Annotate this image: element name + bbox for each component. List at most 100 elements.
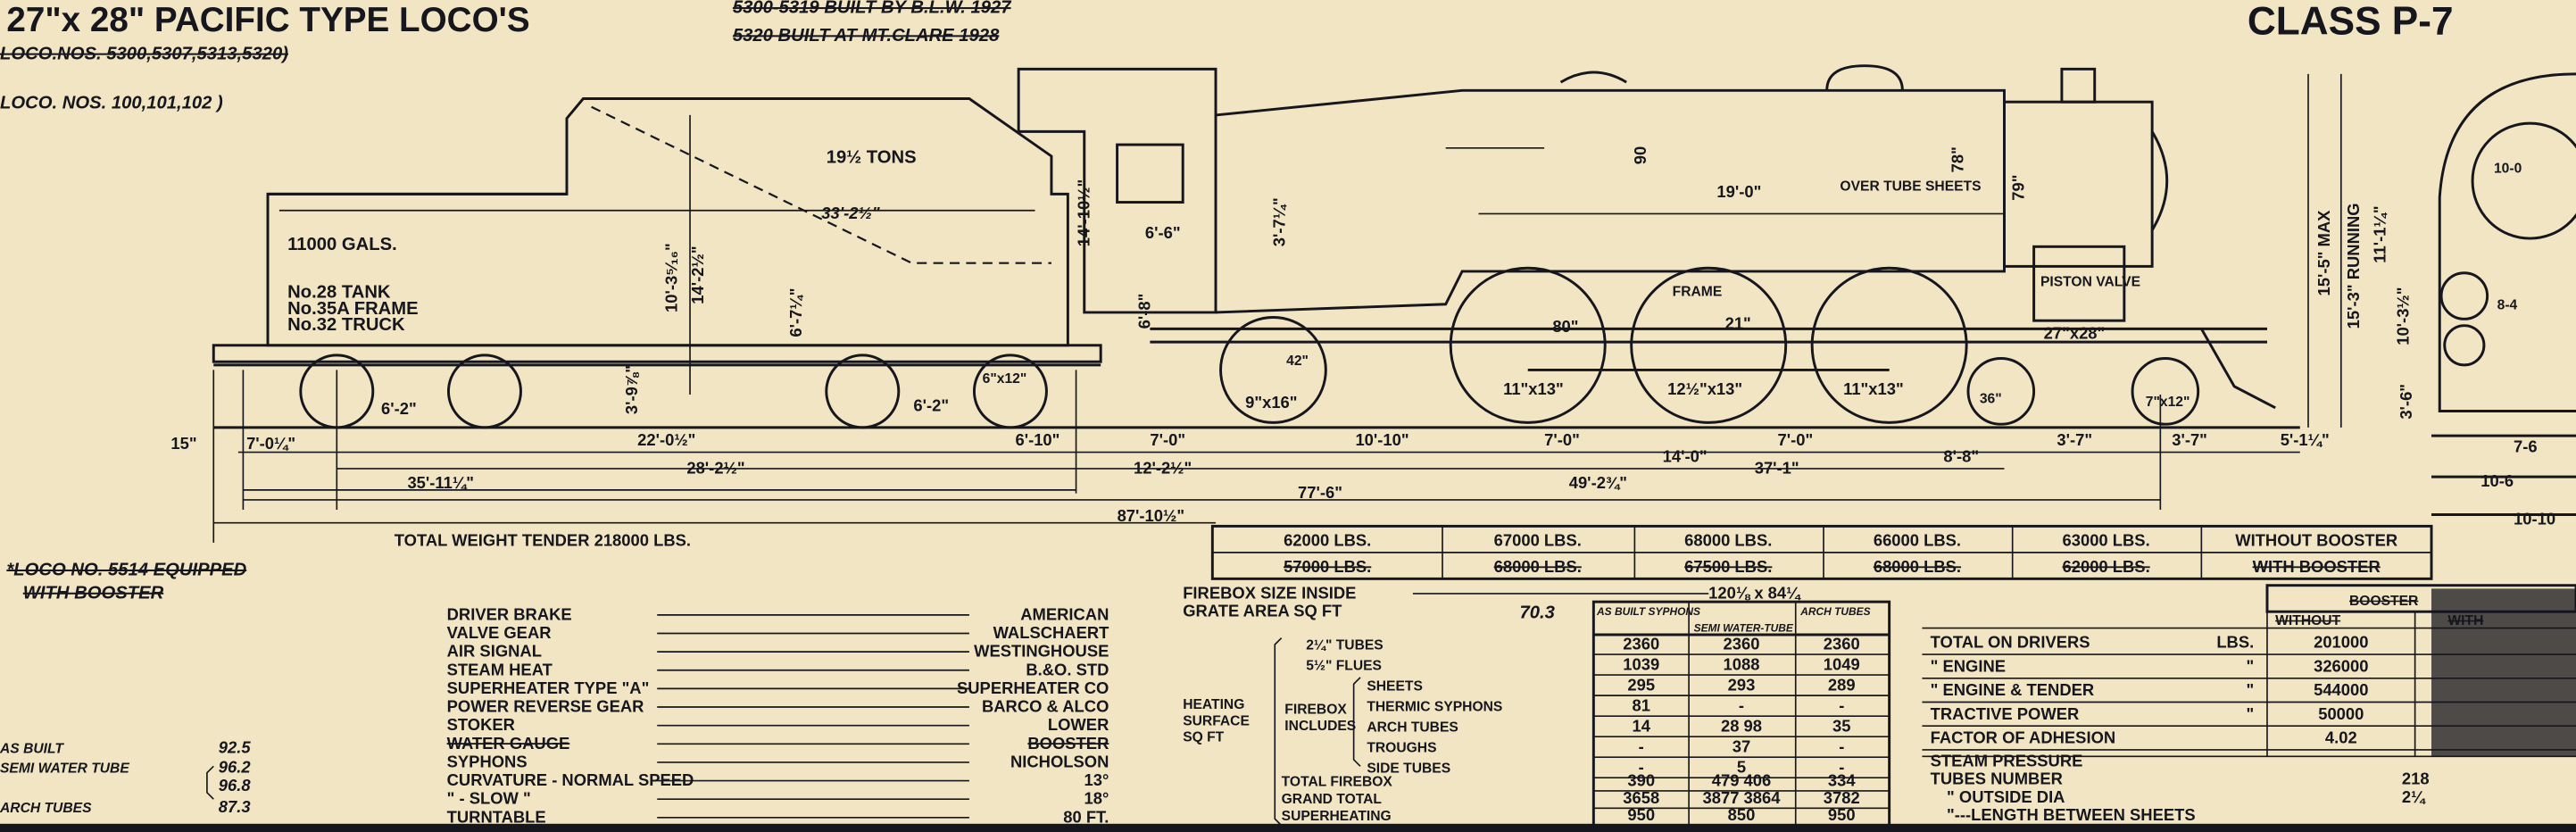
dim-3-7b: 3'-7" [2172,430,2207,449]
heating-col-2: SEMI WATER-TUBE [1694,621,1794,634]
builder-note-2: 5320 BUILT AT MT.CLARE 1928 [733,26,1000,46]
front-diameter-label: 79" [2009,174,2028,200]
over-tube-sheets-label: OVER TUBE SHEETS [1840,179,1981,195]
spec-label: VALVE GEAR [447,623,552,642]
heating-cell: - [1839,758,1844,777]
weight-row-unit: LBS. [2216,633,2254,652]
tender-journal: 6"x12" [983,371,1027,387]
engine-outline [1017,64,2276,410]
brace [1352,677,1361,767]
axle-weight-cell-booster: 68000 LBS. [1874,557,1961,576]
grate-area-label: GRATE AREA SQ FT [1183,602,1342,620]
tender-coal-capacity: 19½ TONS [827,147,917,167]
axle-weight-cell-booster: 62000 LBS. [2063,557,2150,576]
heating-cell: 5 [1737,758,1746,777]
weight-row-label: TRACTIVE POWER [1931,704,2080,723]
dim-7-0b: 7'-0" [1544,430,1580,449]
efficiency-value: 96.8 [219,776,252,795]
spec-label: SYPHONS [447,752,528,770]
heating-cell: 1088 [1724,655,1760,674]
spec-value: SUPERHEATER CO [957,678,1109,697]
heating-row-label: THERMIC SYPHONS [1367,700,1502,715]
builder-note-1: 5300-5319 BUILT BY B.L.W. 1927 [733,0,1012,18]
axle-weight-table [1210,524,2433,580]
dim-7-0a: 7'-0" [1150,430,1185,449]
heating-cell: 1039 [1623,655,1659,674]
boiler-diameter-label: 90 [1631,146,1649,164]
tender-truck: No.32 TRUCK [287,315,405,335]
dim-10-10: 10'-10" [1355,430,1408,449]
brace [206,765,214,800]
dim-37: 37'-1" [1755,458,1799,477]
spec-label: " - SLOW " [447,789,531,808]
struck-loco-numbers: LOCO.NOS. 5300,5307,5313,5320) [0,44,288,63]
dim-49: 49'-2¾" [1569,473,1627,492]
heating-cell: 950 [1627,805,1655,824]
firebox-size-value: 120⅛ x 84¼ [1708,583,1801,602]
heating-cell: 3877 3864 [1703,788,1782,807]
axle-weight-cell-booster: 57000 LBS. [1284,557,1371,576]
spec-label: SUPERHEATER TYPE "A" [447,678,650,697]
dim-35: 35'-11¼" [407,473,473,492]
heating-row-label: 2¼" TUBES [1306,638,1383,653]
brace [1274,637,1283,827]
weight-row-label: FACTOR OF ADHESION [1931,728,2116,747]
heating-cell: 295 [1627,676,1655,695]
driver-diameter-label: 80" [1552,317,1578,336]
booster-note-line1: *LOCO NO. 5514 EQUIPPED [6,561,246,580]
spec-label: POWER REVERSE GEAR [447,697,644,716]
cab-height-label: 14'-10½" [1074,179,1093,247]
tender-height-label-1: 10'-3⁵⁄₁₆" [661,243,680,312]
firebox-includes-1: FIREBOX [1284,702,1347,717]
bottom-edge [0,823,2576,832]
heating-row-label: ARCH TUBES [1367,720,1458,736]
cab-low-label: 6'-8" [1134,294,1153,329]
heating-cell: 14 [1632,717,1650,736]
running-height-label: 15'-3" RUNNING [2344,203,2363,329]
dim-8-8: 8'-8" [1943,447,1979,466]
weight-row-label: " ENGINE & TENDER [1931,680,2095,699]
spec-value: 80 FT. [1063,807,1109,826]
spec-value: 13° [1084,770,1109,789]
heating-label-2: SURFACE [1183,713,1250,728]
lead-journal: 7"x12" [2146,395,2190,410]
efficiency-value: 96.2 [219,758,252,777]
front-dim-5: 10-10 [2514,510,2555,528]
heating-cell: 479 406 [1712,770,1772,789]
dim-12: 12'-2½" [1134,458,1192,477]
height-3-label: 3'-6" [2397,384,2415,420]
efficiency-value: 92.5 [219,738,252,757]
tender-wheelbase-a: 6'-2" [381,399,417,418]
heating-cell: - [1739,696,1744,715]
axle-weight-cell-booster: 67500 LBS. [1684,557,1772,576]
spec-label: TURNTABLE [447,807,546,826]
axle-weight-cell-booster: WITH BOOSTER [2253,557,2381,576]
heating-cell: 334 [1828,770,1856,789]
efficiency-label: ARCH TUBES [0,801,92,816]
axle-weight-cell: 66000 LBS. [1874,531,1961,550]
trailing-diameter: 42" [1286,354,1309,369]
max-height-label: 15'-5" MAX [2314,210,2333,296]
heating-cell: - [1839,737,1844,756]
dim-87: 87'-10½" [1118,506,1185,525]
heating-cell: 35 [1832,717,1850,736]
heating-cell: 293 [1728,676,1756,695]
heating-cell: 2360 [1724,635,1760,653]
dim-22: 22'-0½" [637,430,695,449]
weight-row-label: TOTAL ON DRIVERS [1931,633,2090,652]
heating-col-1: AS BUILT SYPHONS [1596,605,1700,618]
heating-col-3: ARCH TUBES [1799,605,1870,618]
booster-header: BOOSTER [2349,594,2418,609]
dim-6-10: 6'-10" [1015,430,1059,449]
drawing-title: 27"x 28" PACIFIC TYPE LOCO'S [6,1,529,39]
spec-value: AMERICAN [1020,604,1109,623]
weight-row-value: 326000 [2314,656,2368,675]
dim-15: 15" [170,434,196,453]
spec-value: BARCO & ALCO [982,697,1109,716]
firebox-includes-2: INCLUDES [1284,719,1356,734]
heating-row-label: GRAND TOTAL [1282,792,1383,807]
cab-width-label: 6'-6" [1145,223,1181,242]
steam-pressure-label: STEAM PRESSURE [1931,751,2083,770]
